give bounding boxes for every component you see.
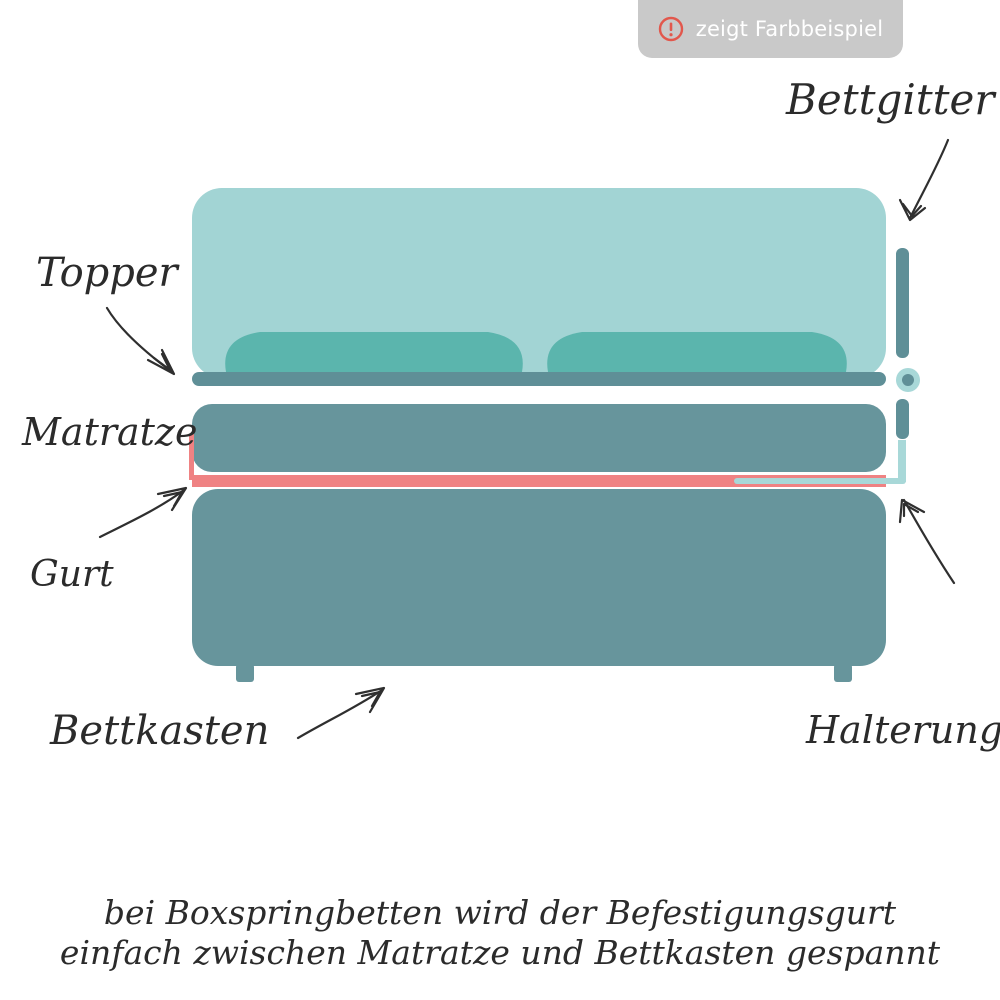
label-bettgitter: Bettgitter bbox=[786, 75, 995, 124]
foot-right bbox=[834, 664, 852, 682]
foot-left bbox=[236, 664, 254, 682]
topper bbox=[192, 372, 886, 386]
bed-rail-lower bbox=[896, 399, 909, 439]
label-bettkasten: Bettkasten bbox=[50, 708, 270, 754]
pillow-right bbox=[547, 332, 847, 372]
arrow-topper bbox=[105, 306, 176, 376]
mattress bbox=[192, 404, 886, 472]
color-example-badge: zeigt Farbbeispiel bbox=[638, 0, 903, 58]
box-base bbox=[192, 489, 886, 666]
badge-text: zeigt Farbbeispiel bbox=[695, 17, 884, 41]
arrow-bettkasten bbox=[296, 686, 386, 740]
label-topper: Topper bbox=[36, 250, 178, 296]
strap bbox=[192, 475, 886, 487]
bracket-horizontal bbox=[734, 478, 906, 484]
arrow-halterung bbox=[898, 498, 956, 585]
headboard bbox=[192, 188, 886, 378]
rail-joint-inner bbox=[902, 374, 914, 386]
alert-circle-icon bbox=[658, 16, 683, 42]
bed-rail-upper bbox=[896, 248, 909, 358]
pillow-left bbox=[225, 332, 523, 372]
label-matratze: Matratze bbox=[22, 410, 198, 454]
arrow-gurt bbox=[98, 486, 188, 539]
label-halterung: Halterung bbox=[806, 708, 1000, 752]
bracket-vertical bbox=[898, 440, 906, 482]
label-gurt: Gurt bbox=[30, 554, 114, 595]
caption-line-2: einfach zwischen Matratze und Bettkasten… bbox=[59, 933, 941, 972]
caption-line-1: bei Boxspringbetten wird der Befestigung… bbox=[103, 893, 897, 932]
arrow-bettgitter bbox=[898, 138, 950, 222]
strap-end bbox=[189, 434, 194, 480]
